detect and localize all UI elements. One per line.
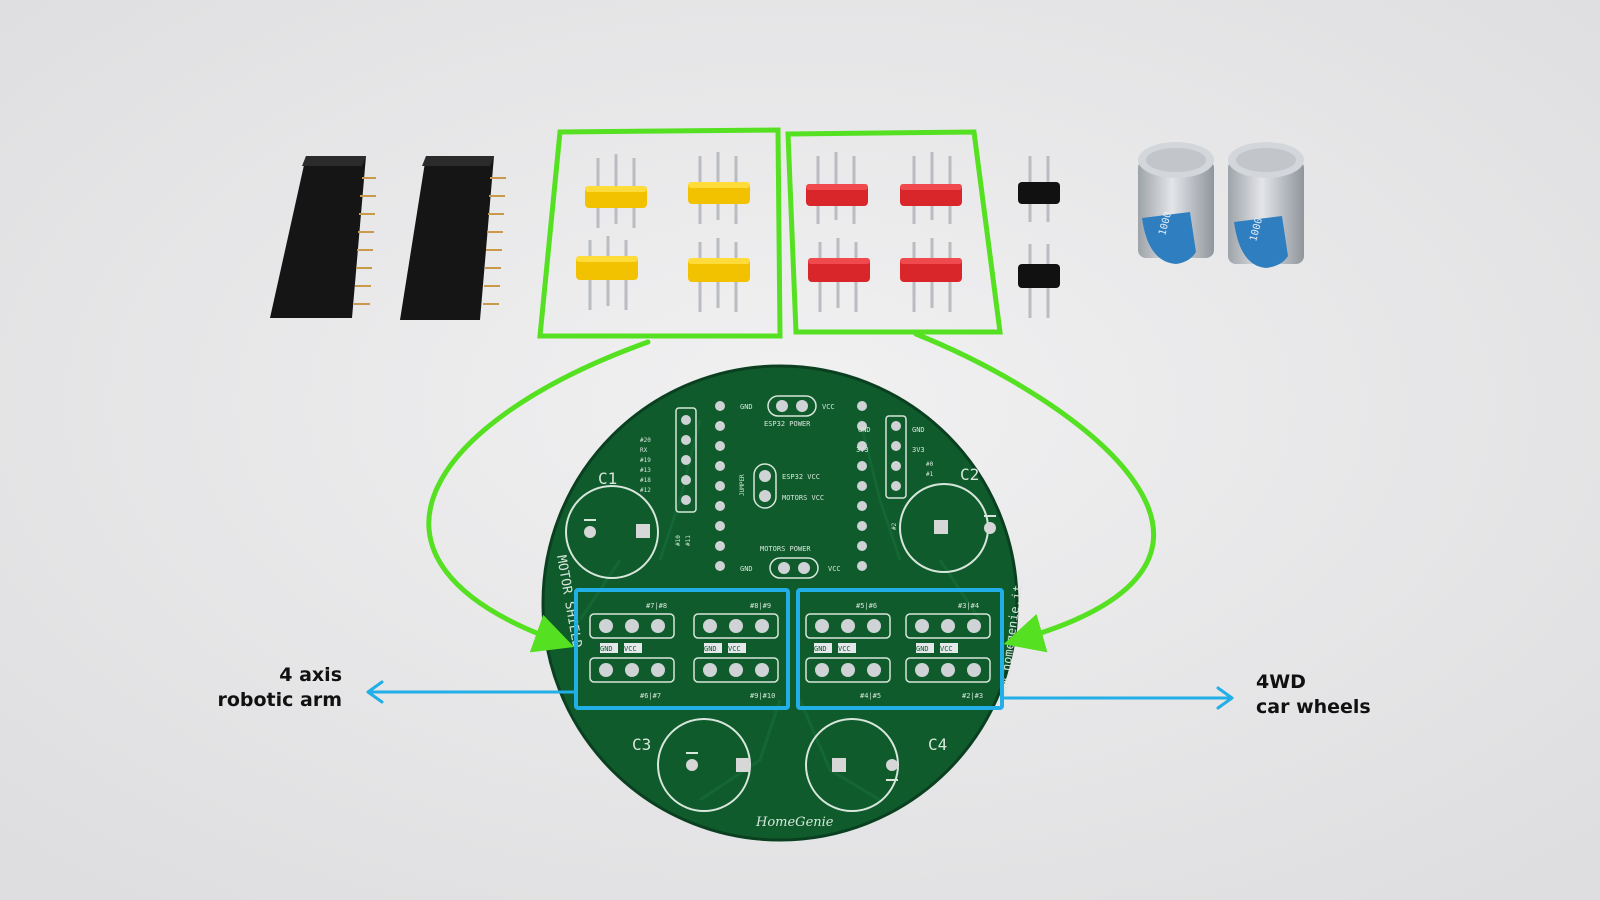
arm-arrow [366,680,578,704]
servo-gnd-label: GND [704,645,717,653]
car-wheels-callout-line-1: 4WD [1256,671,1306,693]
yellow-jumpers-highlight-box [537,127,783,339]
pcb-pin-label: #18 [640,477,651,484]
pcb-pin-label: #11 [685,535,692,546]
car-wheels-callout-line-2: car wheels [1256,696,1371,718]
servo-group-bottom-label: #9|#10 [750,692,775,700]
pcb-label-c4: C4 [928,735,947,754]
pcb-pin-label: #12 [640,487,651,494]
pcb-label-c1: C1 [598,469,617,488]
female-header-right [400,156,506,320]
red-jumpers-arrow [913,331,1156,653]
servo-group-bottom-label: #2|#3 [962,692,983,700]
pcb-3v3-left: 3V3 [856,446,869,454]
robotic-arm-callout-line-2: robotic arm [217,689,342,711]
pcb-motors-power: MOTORS POWER [760,545,811,553]
pcb-label-c3: C3 [632,735,651,754]
servo-vcc-label: VCC [728,645,741,653]
pcb-label-c2: C2 [960,465,979,484]
pcb-esp32-power: ESP32 POWER [764,420,811,428]
servo-gnd-label: GND [916,645,929,653]
servo-vcc-label: VCC [838,645,851,653]
servo-group-top-label: #8|#9 [750,602,771,610]
pcb-motors-vcc: MOTORS VCC [782,494,824,502]
pcb-pin-label: #1 [926,471,934,478]
pcb-brand-logo: HomeGenie [755,815,834,830]
pcb-gnd-mid: GND [740,565,753,573]
servo-vcc-label: VCC [940,645,953,653]
servo-gnd-label: GND [600,645,613,653]
servo-group-bottom-label: #6|#7 [640,692,661,700]
pcb-gnd-far-right: GND [912,426,925,434]
wheel-servo-highlight-box [796,588,1004,710]
robotic-arm-callout: 4 axis robotic arm [180,663,342,713]
pcb-pin-label: RX [640,447,648,454]
pcb-pin-label: #13 [640,467,651,474]
servo-header-block-1: GND VCC #7|#8 #6|#7 [589,602,675,700]
servo-group-top-label: #5|#6 [856,602,877,610]
car-arrow [1000,686,1234,710]
black-pin-headers [1018,156,1060,318]
servo-group-bottom-label: #4|#5 [860,692,881,700]
pcb-pin-label: #19 [640,457,651,464]
pcb-gnd-right: GND [858,426,871,434]
servo-header-block-3: GND VCC #5|#6 #4|#5 [805,602,891,700]
red-jumpers-highlight-box [785,129,1003,335]
servo-vcc-label: VCC [624,645,637,653]
arm-servo-highlight-box [574,588,790,710]
servo-header-block-2: GND VCC #8|#9 #9|#10 [693,602,779,700]
electrolytic-capacitors: 1000 1000 [1138,142,1304,268]
pcb-pin-label: #10 [675,535,682,546]
servo-header-block-4: GND VCC #3|#4 #2|#3 [905,602,991,700]
yellow-pin-headers [576,152,750,312]
motor-shield-pcb: C1 C2 C3 C4 GND VCC ESP32 POWER ESP32 VC… [541,364,1025,842]
pcb-jumper: JUMPER [739,474,746,496]
servo-gnd-label: GND [814,645,827,653]
pcb-3v3-right: 3V3 [912,446,925,454]
pcb-pin-label: #20 [640,437,651,444]
female-header-left [270,156,376,318]
pcb-gnd-top: GND [740,403,753,411]
pcb-pin-label: #0 [926,461,934,468]
pcb-pin-label: #2 [891,522,898,530]
servo-group-top-label: #7|#8 [646,602,667,610]
pcb-esp32-vcc: ESP32 VCC [782,473,820,481]
pcb-vcc-top: VCC [822,403,835,411]
yellow-jumpers-arrow [426,339,651,653]
red-pin-headers [806,152,962,312]
pcb-vcc-mid: VCC [828,565,841,573]
robotic-arm-callout-line-1: 4 axis [279,664,342,686]
car-wheels-callout: 4WD car wheels [1256,670,1456,720]
servo-group-top-label: #3|#4 [958,602,979,610]
